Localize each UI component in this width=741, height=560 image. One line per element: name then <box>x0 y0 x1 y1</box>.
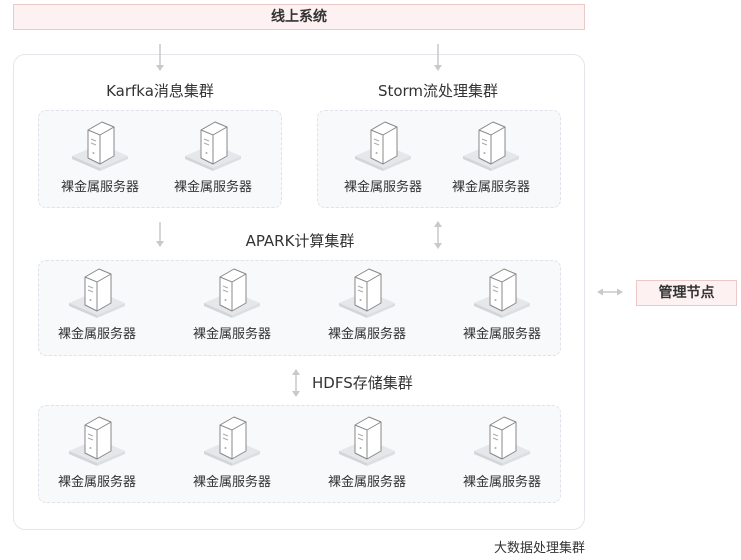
server-icon <box>172 265 292 319</box>
server-icon <box>442 413 562 467</box>
arrow-down-icon <box>156 44 164 71</box>
server-icon <box>172 413 292 467</box>
online-system-box: 线上系统 <box>13 4 585 30</box>
server-icon <box>323 118 443 172</box>
management-node-box: 管理节点 <box>636 280 737 306</box>
bare-metal-server: 裸金属服务器 <box>172 265 292 342</box>
server-label: 裸金属服务器 <box>57 475 136 490</box>
server-label: 裸金属服务器 <box>192 475 271 490</box>
server-label: 裸金属服务器 <box>327 475 406 490</box>
server-icon <box>307 265 427 319</box>
server-label: 裸金属服务器 <box>192 327 271 342</box>
bare-metal-server: 裸金属服务器 <box>172 413 292 490</box>
server-label: 裸金属服务器 <box>57 327 136 342</box>
arrow-down-icon <box>156 222 164 247</box>
arrow-updown-icon <box>292 369 300 397</box>
arrow-leftright-icon <box>597 288 623 296</box>
bare-metal-server: 裸金属服务器 <box>37 265 157 342</box>
server-icon <box>37 413 157 467</box>
kafka-cluster-label: Karfka消息集群 <box>106 82 214 100</box>
bare-metal-server: 裸金属服务器 <box>37 413 157 490</box>
bare-metal-server: 裸金属服务器 <box>153 118 273 195</box>
storm-cluster-label: Storm流处理集群 <box>377 82 499 100</box>
server-icon <box>431 118 551 172</box>
server-icon <box>153 118 273 172</box>
spark-cluster-label: APARK计算集群 <box>245 232 355 250</box>
server-icon <box>442 265 562 319</box>
bare-metal-server: 裸金属服务器 <box>307 265 427 342</box>
bare-metal-server: 裸金属服务器 <box>323 118 443 195</box>
bare-metal-server: 裸金属服务器 <box>442 265 562 342</box>
arrow-updown-icon <box>434 221 442 249</box>
arrow-down-icon <box>434 44 442 71</box>
server-label: 裸金属服务器 <box>451 180 530 195</box>
hdfs-cluster-group <box>38 405 561 503</box>
server-label: 裸金属服务器 <box>173 180 252 195</box>
server-label: 裸金属服务器 <box>462 475 541 490</box>
bare-metal-server: 裸金属服务器 <box>442 413 562 490</box>
bare-metal-server: 裸金属服务器 <box>307 413 427 490</box>
server-icon <box>307 413 427 467</box>
server-label: 裸金属服务器 <box>327 327 406 342</box>
hdfs-cluster-label: HDFS存储集群 <box>312 374 413 392</box>
spark-cluster-group <box>38 260 561 356</box>
server-icon <box>37 265 157 319</box>
big-data-cluster-caption: 大数据处理集群 <box>493 541 585 556</box>
storm-cluster-group <box>317 110 561 208</box>
server-label: 裸金属服务器 <box>462 327 541 342</box>
server-label: 裸金属服务器 <box>343 180 422 195</box>
bare-metal-server: 裸金属服务器 <box>431 118 551 195</box>
server-icon <box>40 118 160 172</box>
big-data-cluster-container <box>13 54 585 530</box>
bare-metal-server: 裸金属服务器 <box>40 118 160 195</box>
server-label: 裸金属服务器 <box>60 180 139 195</box>
